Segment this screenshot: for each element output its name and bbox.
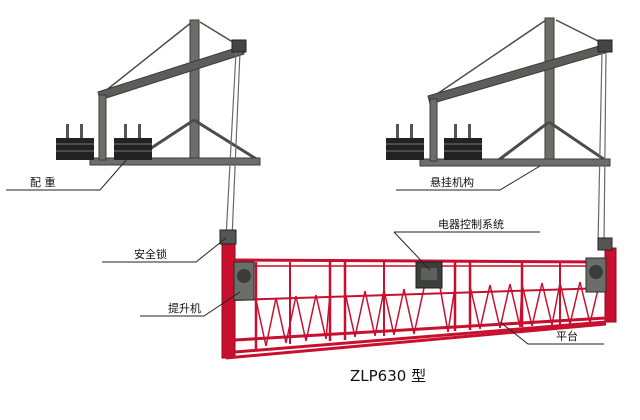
- brace: [495, 120, 550, 164]
- tie-cable: [555, 19, 605, 45]
- counterweight-left: [56, 124, 152, 160]
- label-platform: 平台: [556, 329, 578, 343]
- hoist-right: [585, 257, 607, 293]
- safety-lock-left: [219, 229, 237, 245]
- front-beam: [427, 43, 609, 105]
- wire-rope-left-b: [231, 51, 241, 239]
- wire-rope-right-b: [603, 51, 607, 245]
- top-rail: [234, 258, 607, 264]
- leader-safety-lock: [102, 237, 227, 263]
- front-beam: [97, 45, 245, 101]
- leader-suspension: [396, 165, 541, 191]
- brace: [548, 120, 609, 164]
- base-beam: [89, 157, 261, 166]
- bottom-rail: [234, 316, 607, 342]
- tie-cable: [103, 21, 193, 93]
- brace: [193, 118, 259, 162]
- tie-cable: [199, 21, 237, 45]
- leader-counterweight: [6, 157, 129, 191]
- base-beam: [419, 158, 611, 167]
- hoist-left: [233, 261, 255, 301]
- label-suspension: 悬挂机构: [430, 175, 474, 189]
- leader-platform: [499, 321, 604, 345]
- label-electrical: 电器控制系统: [438, 217, 504, 231]
- leader-lines: [6, 157, 604, 345]
- weight-block: [114, 138, 152, 160]
- counterweight-right: [386, 124, 482, 160]
- safety-lock-right: [597, 237, 613, 251]
- tie-cable: [433, 19, 547, 97]
- label-counterweight: 配 重: [30, 175, 56, 189]
- weight-block: [444, 138, 482, 160]
- label-safety-lock: 安全锁: [134, 247, 167, 261]
- wire-ropes: [225, 51, 607, 245]
- end-frame-left: [221, 237, 236, 359]
- suspension-mechanism-right: [419, 17, 613, 167]
- leader-electrical: [393, 231, 431, 271]
- end-frame-right: [604, 247, 617, 323]
- mast: [544, 17, 555, 165]
- caption: ZLP630 型: [350, 367, 426, 385]
- rear-post: [429, 98, 438, 162]
- platform: [221, 237, 617, 360]
- label-hoist: 提升机: [168, 301, 201, 315]
- leader-hoist: [140, 291, 241, 317]
- weight-block: [386, 138, 424, 160]
- mast: [189, 19, 200, 163]
- wire-rope-left-a: [225, 51, 237, 239]
- wire-rope-right-a: [597, 51, 603, 245]
- rear-post: [98, 94, 107, 161]
- beam-tip: [597, 39, 613, 53]
- weight-block: [56, 138, 94, 160]
- beam-tip: [231, 39, 247, 53]
